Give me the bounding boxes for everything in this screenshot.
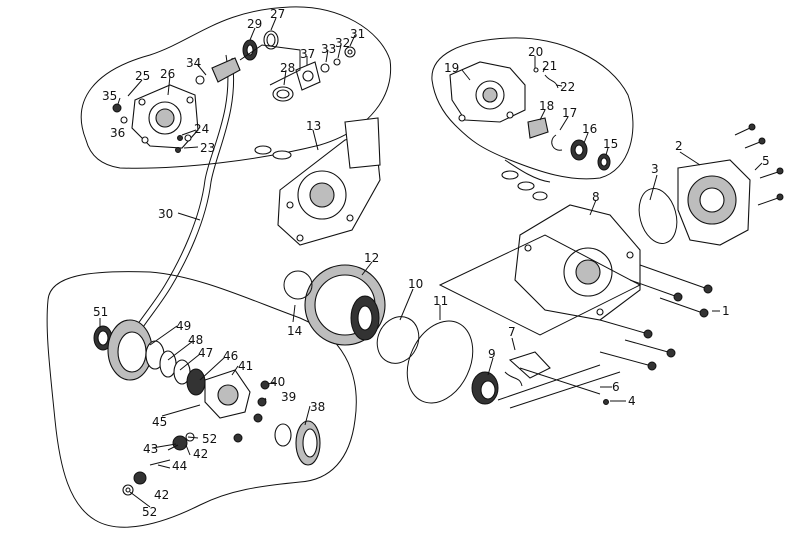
callout-17: 17 [562, 106, 577, 120]
callout-23: 23 [200, 141, 215, 155]
callout-40: 40 [270, 375, 285, 389]
shaft-line [119, 54, 229, 356]
callout-11: 11 [433, 294, 448, 308]
callout-52b: 52 [142, 505, 157, 519]
callout-13: 13 [306, 119, 321, 133]
callout-18: 18 [539, 99, 554, 113]
part-seal-51 [93, 325, 113, 351]
callout-37: 37 [300, 47, 315, 61]
callout-43: 43 [143, 442, 158, 456]
callout-51: 51 [93, 305, 108, 319]
part-housing-49 [107, 319, 153, 381]
part-housing-26 [131, 84, 199, 149]
part-bolts-1 [599, 264, 713, 371]
callout-45: 45 [152, 415, 167, 429]
callout-33: 33 [321, 42, 336, 56]
callout-14: 14 [287, 324, 302, 338]
part-washer-36 [120, 116, 128, 124]
callout-27: 27 [270, 7, 285, 21]
callout-31: 31 [350, 27, 365, 41]
callout-7: 7 [508, 325, 516, 339]
part-oring-10 [376, 316, 420, 364]
part-bolts-23-24 [175, 135, 183, 153]
callout-38: 38 [310, 400, 325, 414]
callout-12: 12 [364, 251, 379, 265]
callout-10: 10 [408, 277, 423, 291]
part-bolts-39-40 [233, 380, 270, 443]
callout-16: 16 [582, 122, 597, 136]
callout-47: 47 [198, 346, 213, 360]
leader-lines [99, 17, 763, 508]
part-cover-2 [677, 159, 751, 246]
callout-24: 24 [194, 122, 209, 136]
callout-32: 32 [335, 36, 350, 50]
callout-36: 36 [110, 126, 125, 140]
part-gear-9 [471, 371, 499, 405]
callout-2: 2 [675, 139, 683, 153]
callout-21: 21 [542, 59, 557, 73]
callout-8: 8 [592, 190, 600, 204]
part-ring-27 [263, 30, 279, 50]
callout-48: 48 [188, 333, 203, 347]
callout-3: 3 [651, 162, 659, 176]
part-shaft-18 [527, 117, 549, 139]
callout-6: 6 [612, 380, 620, 394]
callout-52a: 52 [202, 432, 217, 446]
callout-20: 20 [528, 45, 543, 59]
callout-42b: 42 [154, 488, 169, 502]
part-ring-28 [272, 86, 294, 102]
callout-35: 35 [102, 89, 117, 103]
callout-22: 22 [560, 80, 575, 94]
part-housing-19 [449, 61, 526, 123]
callout-26: 26 [160, 67, 175, 81]
part-snapring-17 [551, 134, 563, 151]
callout-49: 49 [176, 319, 191, 333]
callout-25: 25 [135, 69, 150, 83]
part-bolt-35 [112, 103, 122, 113]
part-washers-31-33 [320, 46, 356, 73]
part-rings-45-48 [145, 340, 206, 396]
part-oring-11 [406, 320, 474, 404]
part-differential-12 [304, 264, 386, 346]
part-rod-6 [519, 367, 601, 395]
part-housing-41 [204, 369, 251, 419]
callout-30: 30 [158, 207, 173, 221]
callout-42a: 42 [193, 447, 208, 461]
part-bolts-5 [734, 123, 784, 206]
callout-15: 15 [603, 137, 618, 151]
gasket-chain-center [504, 159, 551, 183]
part-flange-37 [295, 61, 321, 91]
part-clips-20-22 [533, 67, 559, 89]
part-fork-7 [504, 351, 551, 387]
part-housing-8 [514, 204, 641, 321]
gasket-chain-ovals [254, 145, 548, 201]
part-seal-15 [597, 153, 611, 171]
part-housing-13 [277, 117, 381, 246]
part-bearing-16 [570, 139, 588, 161]
group-outline-upper-left [80, 6, 392, 169]
callout-39: 39 [281, 390, 296, 404]
group-outline-upper-right [431, 37, 634, 180]
part-seal-38 [274, 420, 321, 466]
part-gear-34 [195, 57, 241, 85]
callout-5: 5 [762, 154, 770, 168]
callout-29: 29 [247, 17, 262, 31]
callout-46: 46 [223, 349, 238, 363]
callout-44: 44 [172, 459, 187, 473]
callout-41: 41 [238, 359, 253, 373]
part-oring-14 [283, 270, 313, 300]
callout-9: 9 [488, 347, 496, 361]
callout-28: 28 [280, 61, 295, 75]
part-oring-3 [638, 188, 678, 244]
group-outline-lower-left [46, 271, 357, 528]
callout-1: 1 [722, 304, 730, 318]
part-bolt-4 [603, 399, 609, 405]
callout-4: 4 [628, 394, 636, 408]
callout-19: 19 [444, 61, 459, 75]
callout-34: 34 [186, 56, 201, 70]
